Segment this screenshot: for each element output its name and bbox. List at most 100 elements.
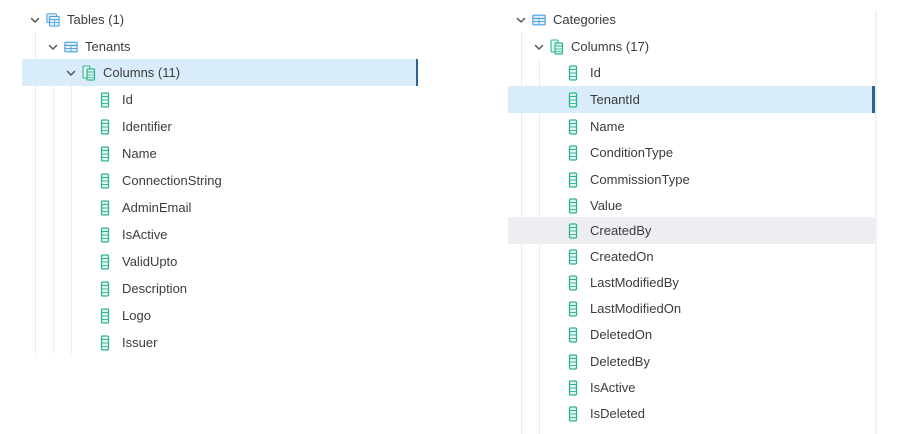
tree-item-column[interactable]: DeletedOn <box>500 321 875 348</box>
tree-item-column[interactable]: CreatedOn <box>500 243 875 270</box>
tree-item-column[interactable]: IsActive <box>0 221 420 248</box>
tree-item-column[interactable]: IsActive <box>500 374 875 401</box>
tree-item-column[interactable]: CommissionType <box>500 166 875 193</box>
tree-guide-line <box>71 86 72 354</box>
tree-item-column[interactable]: LastModifiedOn <box>500 295 875 322</box>
tree-node-columns[interactable]: Columns (17) <box>500 33 875 60</box>
column-icon <box>98 254 112 270</box>
column-label: Id <box>590 65 601 80</box>
tree-item-column[interactable]: Value <box>500 192 875 219</box>
columns-icon <box>82 65 96 81</box>
chevron-down-icon[interactable] <box>46 40 60 54</box>
tree-item-column[interactable]: Logo <box>0 302 420 329</box>
column-label: Name <box>122 146 157 161</box>
column-label: CreatedOn <box>590 249 654 264</box>
chevron-down-icon[interactable] <box>532 40 546 54</box>
right-tree-panel: Categories Columns (17) Id TenantId Name… <box>500 0 900 434</box>
tree-guide-line <box>53 59 54 354</box>
column-label: IsActive <box>122 227 168 242</box>
column-icon <box>98 308 112 324</box>
tree-item-column[interactable]: ValidUpto <box>0 248 420 275</box>
columns-icon <box>550 39 564 55</box>
column-icon <box>566 223 580 239</box>
column-icon <box>98 227 112 243</box>
column-icon <box>98 200 112 216</box>
tree-item-column[interactable]: LastModifiedBy <box>500 269 875 296</box>
column-label: IsDeleted <box>590 406 645 421</box>
tables-icon <box>46 12 60 28</box>
selection-indicator <box>872 86 875 113</box>
tree-guide-line <box>35 32 36 354</box>
column-icon <box>566 380 580 396</box>
column-icon <box>566 406 580 422</box>
tree-item-column[interactable]: IsDeleted <box>500 400 875 427</box>
tree-item-column[interactable]: AdminEmail <box>0 194 420 221</box>
table-icon <box>64 39 78 55</box>
column-icon <box>98 119 112 135</box>
tree-node-label: Columns (11) <box>103 65 181 80</box>
column-label: LastModifiedOn <box>590 301 682 316</box>
column-icon <box>98 146 112 162</box>
column-label: ValidUpto <box>122 254 178 269</box>
tree-item-column[interactable]: Issuer <box>0 329 420 356</box>
table-icon <box>532 12 546 28</box>
tree-item-column[interactable]: Id <box>500 59 875 86</box>
column-label: LastModifiedBy <box>590 275 679 290</box>
column-icon <box>566 145 580 161</box>
column-label: Name <box>590 119 625 134</box>
column-icon <box>566 327 580 343</box>
tree-node-table-categories[interactable]: Categories <box>500 6 875 33</box>
column-label: CreatedBy <box>590 223 652 238</box>
tree-guide-line <box>539 59 540 434</box>
selection-indicator <box>416 59 418 86</box>
column-label: Issuer <box>122 335 158 350</box>
tree-item-column-hovered[interactable]: CreatedBy <box>508 217 875 244</box>
tree-item-column[interactable]: ConditionType <box>500 139 875 166</box>
left-tree-panel: Tables (1) Tenants Columns (11) Id Ident… <box>0 0 420 434</box>
column-icon <box>566 92 580 108</box>
tree-item-column[interactable]: DeletedBy <box>500 348 875 375</box>
tree-item-column[interactable]: Id <box>0 86 420 113</box>
column-label: DeletedOn <box>590 327 653 342</box>
column-icon <box>566 119 580 135</box>
column-label: CommissionType <box>590 172 690 187</box>
column-label: Identifier <box>122 119 172 134</box>
tree-node-label: Tables (1) <box>67 12 125 27</box>
column-label: Description <box>122 281 188 296</box>
scrollbar-track[interactable] <box>875 10 877 434</box>
column-label: ConnectionString <box>122 173 222 188</box>
column-icon <box>566 65 580 81</box>
column-label: Id <box>122 92 133 107</box>
tree-item-column[interactable]: Identifier <box>0 113 420 140</box>
tree-node-columns[interactable]: Columns (11) <box>22 59 418 86</box>
column-icon <box>566 198 580 214</box>
tree-node-table-tenants[interactable]: Tenants <box>0 33 420 60</box>
tree-item-column[interactable]: Name <box>0 140 420 167</box>
column-icon <box>98 92 112 108</box>
column-label: DeletedBy <box>590 354 650 369</box>
chevron-down-icon[interactable] <box>514 13 528 27</box>
tree-node-label: Tenants <box>85 39 131 54</box>
tree-item-column[interactable]: Description <box>0 275 420 302</box>
column-label: Logo <box>122 308 151 323</box>
chevron-down-icon[interactable] <box>64 66 78 80</box>
column-icon <box>98 281 112 297</box>
column-label: AdminEmail <box>122 200 192 215</box>
tree-node-label: Categories <box>553 12 616 27</box>
column-icon <box>566 172 580 188</box>
column-icon <box>98 173 112 189</box>
column-icon <box>98 335 112 351</box>
tree-item-column-selected[interactable]: TenantId <box>508 86 875 113</box>
column-label: IsActive <box>590 380 636 395</box>
column-label: ConditionType <box>590 145 674 160</box>
column-icon <box>566 275 580 291</box>
tree-item-column[interactable]: ConnectionString <box>0 167 420 194</box>
tree-node-tables[interactable]: Tables (1) <box>0 6 420 33</box>
column-label: TenantId <box>590 92 640 107</box>
column-label: Value <box>590 198 623 213</box>
chevron-down-icon[interactable] <box>28 13 42 27</box>
column-icon <box>566 301 580 317</box>
tree-item-column[interactable]: Name <box>500 113 875 140</box>
column-icon <box>566 249 580 265</box>
tree-node-label: Columns (17) <box>571 39 650 54</box>
